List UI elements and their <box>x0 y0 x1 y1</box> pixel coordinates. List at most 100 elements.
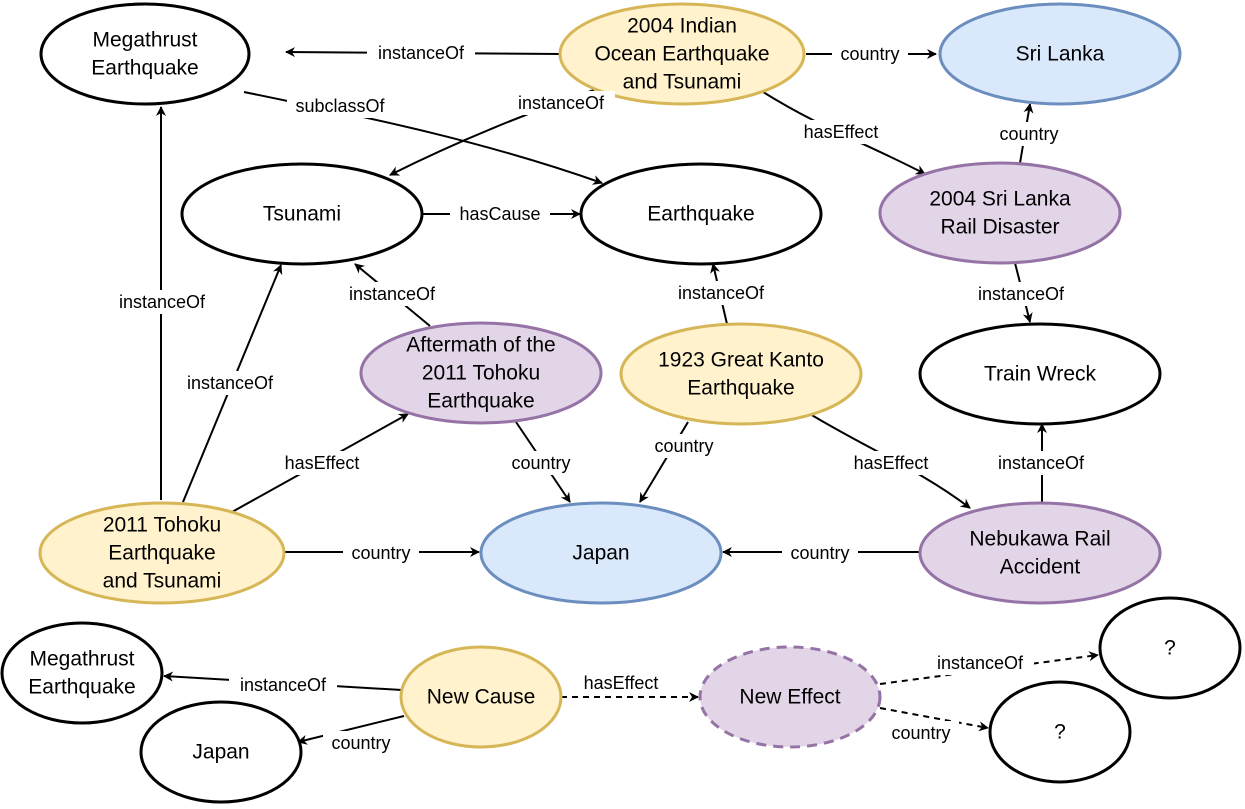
edge-label-e9: instanceOf <box>108 290 216 314</box>
edge-label-e18: instanceOf <box>987 451 1095 475</box>
node-label-line: Aftermath of the <box>406 334 555 357</box>
edge-label-text: instanceOf <box>937 653 1024 673</box>
node-label-line: 1923 Great Kanto <box>658 349 824 372</box>
node-label-line: 2004 Indian <box>627 15 737 38</box>
node-new-effect[interactable]: New Effect <box>698 645 882 749</box>
node-new-cause[interactable]: New Cause <box>399 645 563 749</box>
edge-label-e6: country <box>991 122 1067 146</box>
edge-label-text: instanceOf <box>998 453 1085 473</box>
edge-label-text: instanceOf <box>378 43 465 63</box>
edge-label-text: country <box>790 543 849 563</box>
node-label-line: Tsunami <box>263 203 341 226</box>
node-label-line: Earthquake <box>91 57 198 80</box>
node-ellipse <box>988 680 1132 784</box>
edge-label-background <box>367 41 475 65</box>
node-label-line: ? <box>1054 721 1066 744</box>
edge-label-background <box>323 731 399 755</box>
node-label-line: Sri Lanka <box>1016 43 1105 66</box>
edge-label-background <box>507 91 615 115</box>
node-label-line: Japan <box>192 741 249 764</box>
edge-label-background <box>343 541 419 565</box>
node-ellipse <box>878 161 1122 265</box>
edge-label-background <box>450 202 550 226</box>
node-label-line: Nebukawa Rail <box>969 528 1110 551</box>
node-tsunami[interactable]: Tsunami <box>180 162 424 266</box>
node-label-line: Accident <box>1000 556 1081 579</box>
edge-label-text: country <box>891 723 950 743</box>
edge-label-e22: hasEffect <box>573 671 669 695</box>
edge-label-text: subclassOf <box>295 96 385 116</box>
edge-new-effect-to-unknown-1 <box>879 651 1099 685</box>
edge-label-text: instanceOf <box>678 283 765 303</box>
node-japan[interactable]: Japan <box>479 501 723 605</box>
edge-label-e1: instanceOf <box>367 41 475 65</box>
node-label-line: Earthquake <box>108 542 215 565</box>
node-label-line: Japan <box>572 542 629 565</box>
edge-label-e7: hasCause <box>450 202 550 226</box>
edge-label-text: country <box>654 436 713 456</box>
node-japan-2[interactable]: Japan <box>139 700 303 804</box>
edge-label-background <box>338 282 446 306</box>
node-label-line: Ocean Earthquake <box>594 43 769 66</box>
edge-label-e24: country <box>883 721 959 745</box>
node-label-line: Earthquake <box>427 390 534 413</box>
edge-label-text: hasEffect <box>854 453 929 473</box>
edge-label-text: country <box>351 543 410 563</box>
edge-label-text: hasEffect <box>584 673 659 693</box>
node-label-line: ? <box>1164 637 1176 660</box>
edge-label-background <box>573 671 669 695</box>
node-unknown-2[interactable]: ? <box>988 680 1132 784</box>
node-ellipse <box>399 645 563 749</box>
edge-label-e2: country <box>832 42 908 66</box>
edge-label-background <box>503 451 579 475</box>
edge-label-e3: instanceOf <box>507 91 615 115</box>
node-label-line: Megathrust <box>29 648 134 671</box>
node-ellipse <box>39 2 251 106</box>
node-label-line: New Effect <box>739 686 840 709</box>
node-train-wreck[interactable]: Train Wreck <box>918 322 1162 426</box>
node-label-line: Earthquake <box>28 676 135 699</box>
node-label-line: and Tsunami <box>623 71 742 94</box>
node-ellipse <box>579 162 823 266</box>
node-ellipse <box>698 645 882 749</box>
node-ellipse <box>938 2 1182 106</box>
node-label-line: Train Wreck <box>984 363 1097 386</box>
edge-label-text: country <box>331 733 390 753</box>
edge-label-background <box>274 451 370 475</box>
node-label-line: Megathrust <box>92 29 197 52</box>
node-unknown-1[interactable]: ? <box>1098 596 1242 700</box>
edge-label-text: instanceOf <box>518 93 605 113</box>
edge-label-text: country <box>999 124 1058 144</box>
node-ellipse <box>479 501 723 605</box>
edge-label-text: hasEffect <box>285 453 360 473</box>
edge-label-e13: hasEffect <box>274 451 370 475</box>
node-ellipse <box>918 322 1162 426</box>
edge-label-e10: instanceOf <box>176 371 284 395</box>
edge-label-text: hasCause <box>459 204 540 224</box>
edge-label-text: instanceOf <box>187 373 274 393</box>
node-ellipse <box>139 700 303 804</box>
node-label-line: 2011 Tohoku <box>103 514 221 537</box>
node-ellipse <box>918 501 1162 605</box>
node-label-line: 2011 Tohoku <box>422 362 540 385</box>
node-sri-lanka[interactable]: Sri Lanka <box>938 2 1182 106</box>
edge-label-text: country <box>840 44 899 64</box>
edge-label-background <box>967 282 1075 306</box>
edge-label-e8: instanceOf <box>967 282 1075 306</box>
edge-label-background <box>987 451 1095 475</box>
node-earthquake[interactable]: Earthquake <box>579 162 823 266</box>
edge-label-text: instanceOf <box>119 292 206 312</box>
edge-label-e5: hasEffect <box>793 120 889 144</box>
edge-label-background <box>883 721 959 745</box>
edge-new-effect-to-unknown-2 <box>879 707 989 732</box>
